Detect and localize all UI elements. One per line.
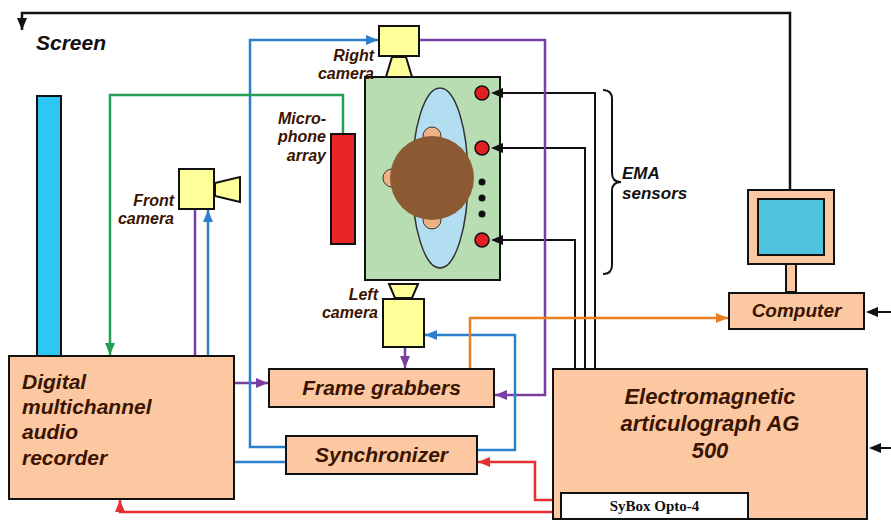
arrow-head	[491, 235, 503, 245]
camera-lens	[215, 177, 240, 202]
arrow-head	[478, 457, 490, 467]
connector	[420, 40, 545, 400]
part-label: Micro- phone array	[278, 110, 326, 165]
arrow-head	[400, 356, 410, 368]
connector-line	[478, 462, 560, 500]
bracket	[603, 90, 621, 274]
connector	[478, 457, 560, 500]
process-box: Digital multichannel audio recorder	[8, 355, 235, 500]
monitor-frame	[748, 190, 834, 264]
sub-box: SyBox Opto-4	[560, 492, 749, 520]
connector	[115, 500, 560, 512]
ellipsis-dot	[479, 195, 486, 202]
part-label: Right camera	[318, 47, 374, 84]
screen-bar: Screen	[12, 30, 112, 400]
connector-line	[420, 40, 545, 395]
connector	[470, 313, 728, 368]
ema-sensor	[475, 233, 489, 247]
box-label: Computer	[752, 300, 842, 322]
ellipsis-dot	[479, 211, 486, 218]
part-label: Screen	[12, 30, 112, 56]
computer-box: Computer	[728, 292, 865, 330]
box-label: Electromagnetic articulograph AG 500	[612, 384, 808, 464]
arrow-head	[203, 210, 213, 222]
connector-line	[110, 95, 343, 355]
connector	[105, 95, 343, 355]
camera-lens	[386, 57, 412, 77]
screen-panel	[36, 95, 62, 398]
connector-line	[120, 500, 560, 512]
input-wire	[876, 311, 891, 313]
arrow-head	[17, 18, 27, 30]
connector-line	[22, 13, 790, 190]
arrow-head	[256, 378, 268, 388]
callout-text: EMA sensors	[622, 164, 687, 205]
monitor-screen	[758, 199, 824, 255]
arrow-head	[869, 443, 881, 453]
arrow-head	[366, 35, 378, 45]
camera-box: Left camera	[382, 298, 425, 348]
box-label: Digital multichannel audio recorder	[22, 369, 152, 470]
box-label: SyBox Opto-4	[610, 498, 700, 515]
arrow-head	[491, 143, 503, 153]
camera-box: Right camera	[378, 25, 420, 57]
connector	[17, 13, 790, 190]
box-label: Synchronizer	[315, 443, 448, 467]
process-box: Frame grabbers	[268, 368, 495, 408]
part-label: Left camera	[322, 286, 378, 323]
connector	[400, 348, 410, 368]
arrow-head	[491, 88, 503, 98]
ema-wires	[502, 93, 595, 368]
camera-box: Front camera	[178, 168, 215, 210]
monitor-stand	[786, 262, 796, 292]
ema-wire	[502, 240, 575, 368]
chair-square	[365, 77, 500, 280]
ema-wire	[502, 93, 595, 368]
callout-label: EMA sensors	[622, 164, 687, 205]
arrow-head	[866, 307, 878, 317]
box-label: Frame grabbers	[302, 376, 461, 400]
arrow-head	[115, 500, 125, 512]
subject-area	[365, 77, 500, 280]
arrow-head	[716, 313, 728, 323]
ema-sensor	[475, 141, 489, 155]
computer-unit: Computer	[728, 190, 865, 330]
ema-sensor	[475, 86, 489, 100]
part-label: Front camera	[118, 192, 174, 229]
connector-line	[470, 318, 728, 368]
arrow-head	[495, 390, 507, 400]
process-box: Synchronizer	[285, 435, 478, 475]
process-box: Electromagnetic articulograph AG 500SyBo…	[552, 368, 868, 520]
head	[390, 136, 474, 220]
ellipsis-dot	[479, 179, 486, 186]
arrow-head	[105, 343, 115, 355]
camera-lens	[389, 284, 418, 298]
microphone-array: Micro- phone array	[330, 133, 356, 245]
monitor-icon	[748, 190, 834, 292]
arrow-head	[425, 330, 437, 340]
